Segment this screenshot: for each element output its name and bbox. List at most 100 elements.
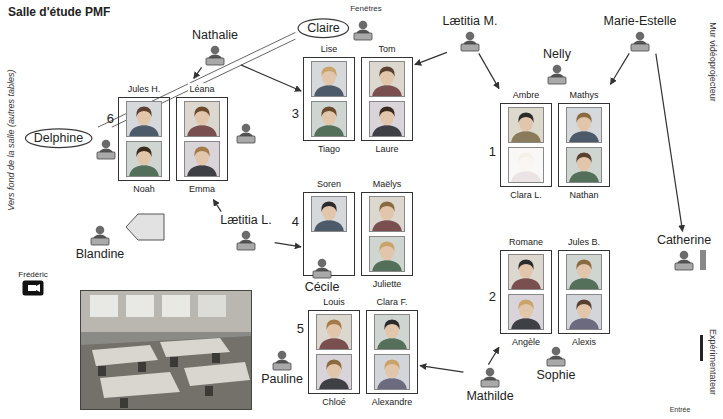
student-photo	[126, 141, 162, 177]
photo-hair	[136, 107, 152, 118]
person-name: Lætitia L.	[219, 213, 272, 227]
person-icon	[205, 44, 225, 66]
photo-ground	[311, 61, 347, 97]
supervision-arrow	[241, 65, 301, 91]
ring-ellipse	[298, 18, 349, 37]
person-icon	[353, 19, 373, 41]
photo-hair	[321, 107, 337, 118]
table-group: 1AmbreMathysClara L.Nathan	[500, 86, 610, 204]
photo-shoulders	[319, 378, 349, 390]
room-note: Expérimentateur	[708, 329, 718, 395]
student-name: Noah	[132, 183, 156, 195]
student-seat: Maëlys	[361, 178, 413, 232]
laptop	[481, 380, 499, 387]
student-name: Tom	[377, 43, 396, 55]
desk	[367, 311, 418, 394]
photo-shoulders	[314, 85, 344, 97]
photo-shoulders	[129, 165, 159, 177]
photo-ground	[508, 147, 544, 183]
name-ring: Delphine	[24, 128, 93, 148]
student-seat: Tom	[361, 43, 413, 97]
adult-marker: Nelly	[542, 47, 572, 84]
photo-ground	[369, 101, 405, 137]
diagram-title: Salle d'étude PMF	[8, 5, 110, 19]
table-number: 1	[489, 145, 496, 160]
person-icon	[674, 249, 694, 271]
supervision-arrow	[420, 366, 463, 372]
person-head	[102, 140, 111, 149]
photo-hair	[518, 153, 534, 164]
table-number: 3	[292, 107, 299, 122]
person-head	[318, 259, 327, 268]
student-name: Clara F.	[375, 296, 408, 308]
student-seat: Clara L.	[500, 147, 552, 201]
classroom-photo	[80, 290, 252, 410]
photo-ground	[369, 61, 405, 97]
photo-hair	[379, 202, 395, 213]
photo-shoulders	[377, 338, 407, 350]
photo-shoulders	[377, 378, 407, 390]
photo-ground	[184, 141, 220, 177]
photo-shoulders	[511, 318, 541, 330]
photo-shoulders	[319, 338, 349, 350]
connector-layer	[98, 32, 683, 372]
photo-frame	[185, 102, 220, 137]
student-name: Alexis	[571, 336, 597, 348]
supervision-arrow	[610, 53, 629, 84]
student-photo	[126, 101, 162, 137]
adult-marker: Cécile	[304, 257, 341, 294]
supervision-arrow	[194, 67, 202, 78]
laptop	[675, 263, 693, 270]
photo-table	[92, 345, 158, 366]
adult-marker: Lætitia L.	[219, 213, 272, 250]
photo-ground	[311, 101, 347, 137]
student-photo	[508, 294, 544, 330]
photo-hair	[321, 67, 337, 78]
photo-ground	[80, 290, 252, 410]
person-name: Catherine	[656, 233, 712, 247]
photo-chair	[98, 366, 106, 376]
supervision-arrow	[415, 52, 447, 64]
photo-frame	[317, 315, 352, 350]
desk	[501, 251, 552, 334]
photo-window	[198, 295, 226, 317]
photo-frame	[317, 355, 352, 390]
table-number: 5	[297, 322, 304, 337]
student-name: Romane	[508, 236, 544, 248]
student-photo	[566, 254, 602, 290]
student-photo	[184, 101, 220, 137]
person-name: Mathilde	[465, 389, 514, 403]
supervision-arrow	[656, 54, 683, 232]
desk	[362, 193, 413, 276]
student-photo	[369, 101, 405, 137]
adult-marker: Nathalie	[191, 28, 239, 65]
photo-hair	[326, 360, 342, 371]
photo-hair	[194, 107, 210, 118]
student-name: Emma	[188, 183, 216, 195]
photo-hair	[321, 202, 337, 213]
student-seat: Lise	[303, 43, 355, 97]
camera-icon	[22, 280, 44, 296]
student-seat: Emma	[176, 141, 228, 195]
photo-shoulders	[569, 131, 599, 143]
student-photo	[508, 147, 544, 183]
photo-floor	[80, 336, 252, 410]
person-icon	[480, 366, 500, 388]
photo-frame	[370, 237, 405, 272]
name-ring: Claire	[297, 18, 350, 38]
person-icon	[237, 124, 255, 143]
photo-ground	[508, 254, 544, 290]
person-head	[211, 45, 220, 54]
photo-ground	[126, 101, 162, 137]
student-photo	[369, 236, 405, 272]
student-name: Clara L.	[509, 189, 543, 201]
photo-frame	[127, 142, 162, 177]
photo-hair	[379, 242, 395, 253]
student-photo	[566, 147, 602, 183]
room-note: Entrée	[670, 406, 691, 414]
adult-marker: Sophie	[536, 345, 577, 382]
supervision-arrow	[488, 347, 499, 364]
table-group: 6Jules H.LéanaNoahEmma	[118, 80, 228, 198]
photo-shoulders	[569, 171, 599, 183]
person-icon	[312, 257, 332, 279]
